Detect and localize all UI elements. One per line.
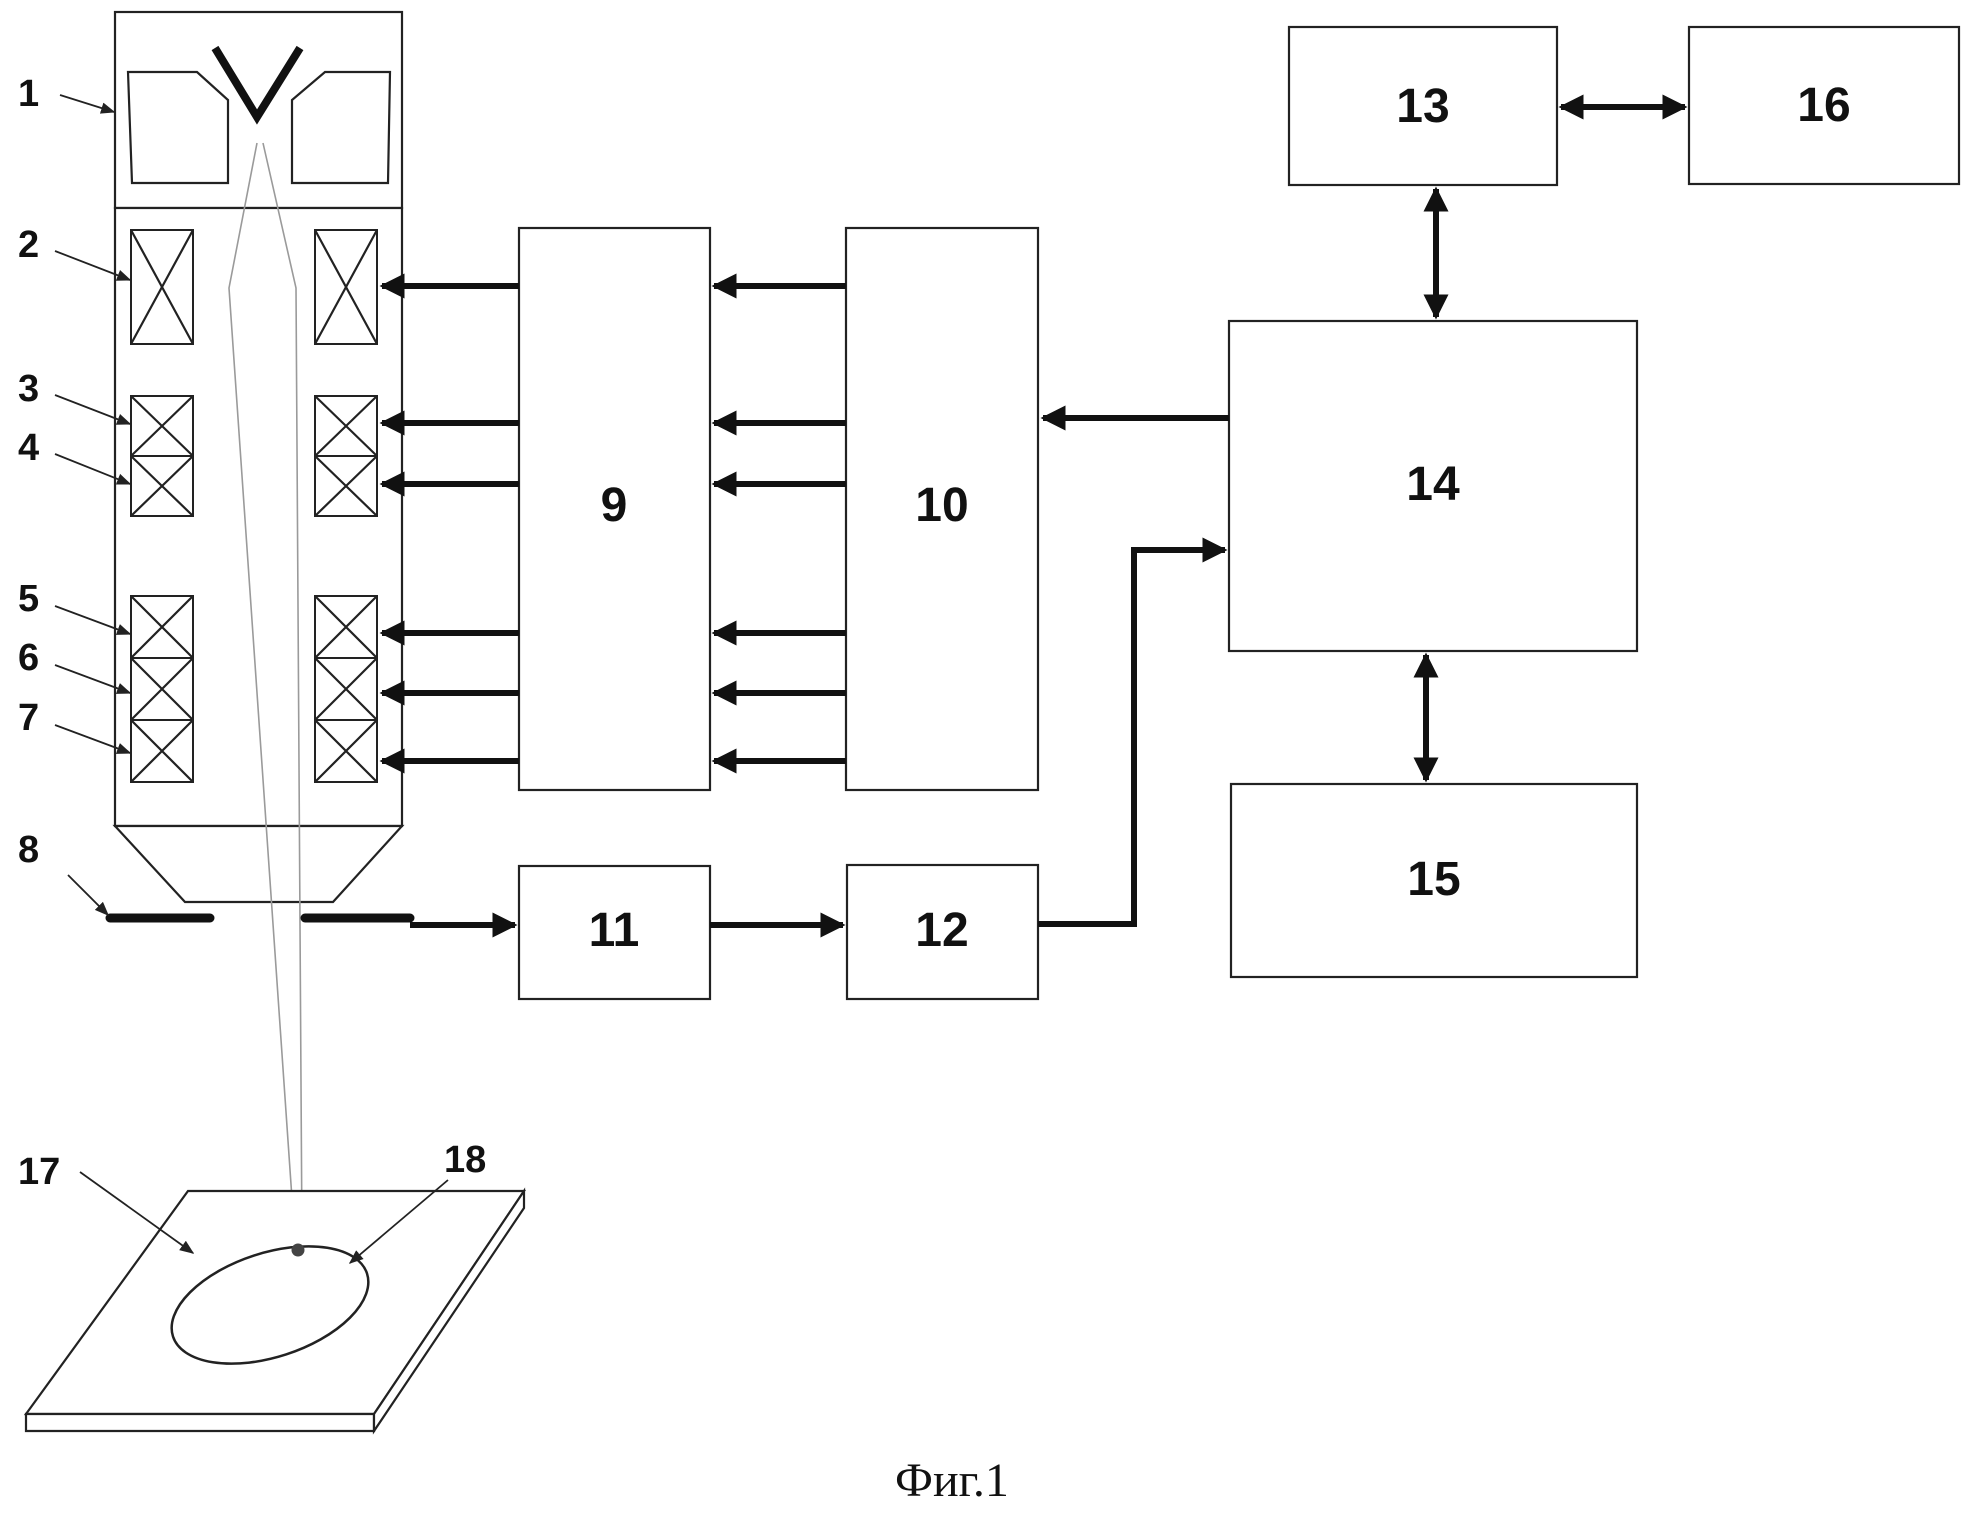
label-6: 6 (18, 637, 39, 679)
coil-5-right (315, 596, 377, 658)
block-16-label: 16 (1797, 79, 1850, 132)
block-10-label: 10 (915, 479, 968, 532)
coil-7-right (315, 720, 377, 782)
workpiece-front-face (26, 1414, 374, 1431)
block-9-label: 9 (601, 479, 628, 532)
electron-column (115, 12, 402, 1242)
coil-6-left (131, 658, 193, 720)
coil-2-left (131, 230, 193, 344)
block-11-label: 11 (589, 904, 640, 957)
label-2: 2 (18, 224, 39, 266)
coil-7-left (131, 720, 193, 782)
coil-4-right (315, 456, 377, 516)
coil-3-right (315, 396, 377, 456)
label-1: 1 (18, 73, 39, 115)
coil-5-left (131, 596, 193, 658)
label-3: 3 (18, 368, 39, 410)
coil-4-left (131, 456, 193, 516)
figure-caption: Фиг.1 (895, 1454, 1009, 1507)
block-15-label: 15 (1407, 853, 1460, 906)
block-12-label: 12 (915, 904, 968, 957)
label-7: 7 (18, 697, 39, 739)
coil-2-right (315, 230, 377, 344)
workpiece (26, 1191, 524, 1431)
column-bottom-taper (115, 826, 402, 902)
block-14-label: 14 (1406, 458, 1460, 511)
coil-6-right (315, 658, 377, 720)
beam-spot (292, 1244, 305, 1257)
label-5: 5 (18, 578, 39, 620)
link-12-14 (1038, 550, 1225, 924)
coil-3-left (131, 396, 193, 456)
label-18: 18 (444, 1139, 486, 1181)
label-4: 4 (18, 427, 39, 469)
label-8: 8 (18, 829, 39, 871)
label-17: 17 (18, 1151, 60, 1193)
block-13-label: 13 (1396, 80, 1449, 133)
